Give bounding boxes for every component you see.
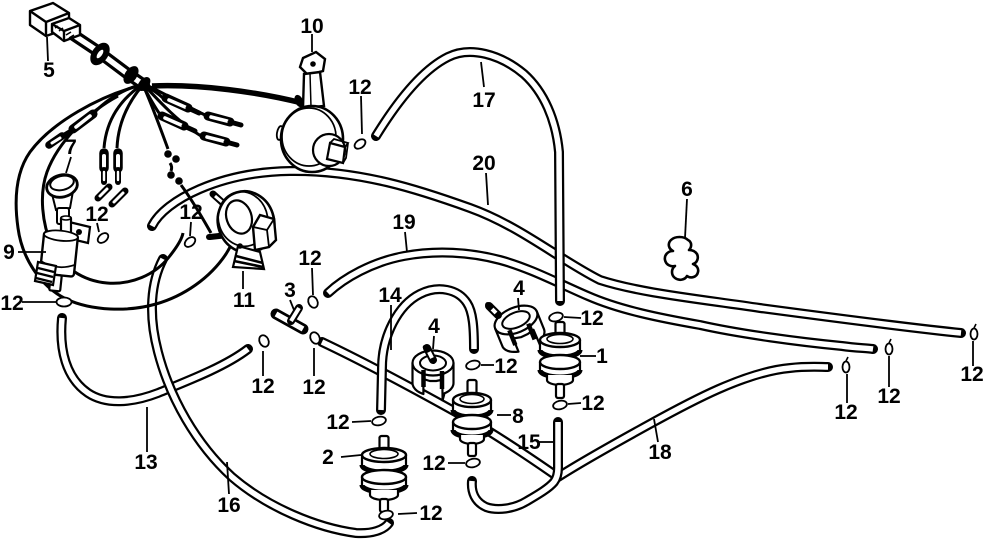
svg-text:9: 9 — [3, 241, 15, 264]
svg-text:12: 12 — [298, 247, 321, 270]
svg-text:12: 12 — [422, 452, 445, 475]
svg-text:19: 19 — [392, 211, 415, 234]
svg-text:12: 12 — [179, 201, 202, 224]
svg-text:12: 12 — [580, 307, 603, 330]
svg-text:2: 2 — [322, 446, 334, 469]
svg-text:4: 4 — [513, 277, 525, 300]
svg-text:4: 4 — [428, 315, 440, 338]
svg-text:12: 12 — [419, 502, 442, 525]
svg-text:12: 12 — [494, 355, 517, 378]
svg-text:11: 11 — [233, 289, 256, 312]
svg-text:12: 12 — [85, 203, 108, 226]
svg-text:8: 8 — [512, 405, 524, 428]
svg-text:6: 6 — [681, 178, 693, 201]
svg-text:12: 12 — [251, 375, 274, 398]
svg-text:12: 12 — [877, 385, 900, 408]
svg-text:12: 12 — [302, 376, 325, 399]
svg-text:7: 7 — [65, 136, 77, 159]
svg-text:12: 12 — [834, 401, 857, 424]
svg-text:13: 13 — [134, 451, 157, 474]
svg-text:20: 20 — [472, 152, 495, 175]
svg-text:14: 14 — [378, 284, 402, 307]
svg-text:3: 3 — [284, 279, 296, 302]
svg-text:10: 10 — [300, 15, 323, 38]
svg-text:12: 12 — [0, 292, 23, 315]
svg-text:18: 18 — [648, 441, 672, 464]
svg-text:5: 5 — [43, 59, 55, 82]
svg-text:12: 12 — [326, 411, 349, 434]
svg-text:12: 12 — [581, 392, 604, 415]
svg-text:16: 16 — [217, 494, 240, 517]
svg-text:12: 12 — [960, 363, 983, 386]
svg-text:1: 1 — [596, 345, 608, 368]
svg-text:15: 15 — [517, 431, 541, 454]
svg-text:17: 17 — [472, 89, 495, 112]
svg-text:12: 12 — [348, 76, 371, 99]
